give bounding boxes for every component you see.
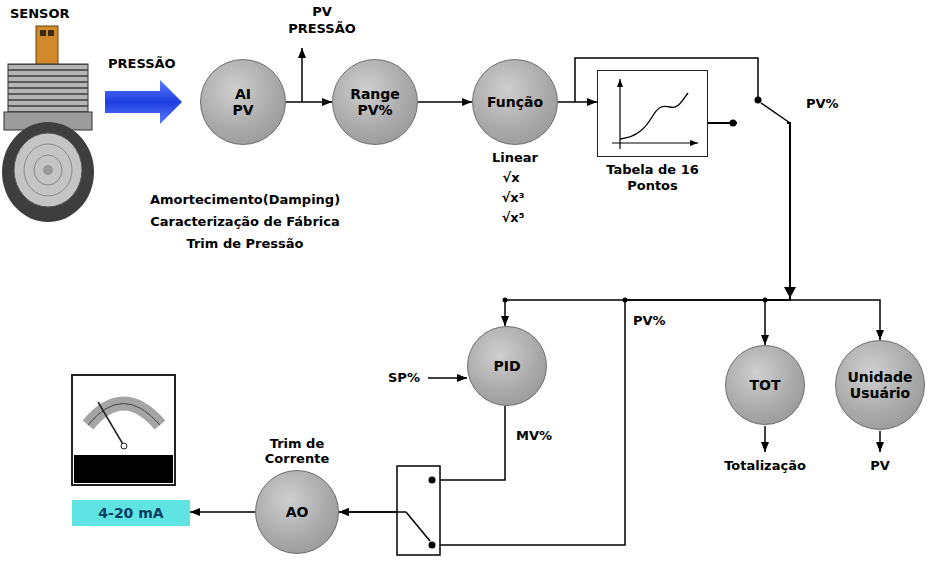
switch-lever: [761, 103, 790, 123]
block-label: 4-20 mA: [98, 505, 163, 521]
signal-connector: [190, 511, 255, 513]
text-label: SP%: [388, 370, 420, 386]
block-label: Unidade Usuário: [847, 369, 912, 401]
block-label: Função: [487, 94, 543, 110]
text-label: PV: [870, 458, 890, 474]
output-signal-box: 4-20 mA: [72, 500, 190, 526]
signal-connector: [708, 123, 790, 345]
text-label: PRESSÃO: [288, 21, 356, 37]
block-label: Range PV%: [350, 86, 400, 118]
text-label: √x³: [502, 190, 525, 206]
function-block-circle: TOT: [725, 345, 805, 425]
text-label: √x⁵: [502, 210, 525, 226]
block-label: TOT: [749, 377, 780, 393]
function-block-circle: PID: [467, 326, 547, 406]
signal-connector: [558, 101, 597, 103]
function-block-circle: Trim de CorrenteAO: [255, 470, 339, 554]
text-label: PV: [312, 4, 332, 20]
function-block-circle: Range PV%: [332, 59, 418, 145]
setpoint-arrow: [428, 377, 467, 379]
text-label: √x: [502, 170, 519, 186]
text-label: Caracterização de Fábrica: [150, 214, 340, 230]
signal-connector: [708, 123, 880, 340]
text-label: MV%: [516, 428, 552, 444]
block-heading: Trim de Corrente: [249, 436, 345, 467]
text-label: Trim de Pressão: [187, 236, 304, 252]
function-block-circle: Unidade Usuário: [835, 340, 925, 430]
text-label: Linear: [492, 150, 538, 166]
function-block-circle: Função: [472, 59, 558, 145]
block-label: AI PV: [232, 86, 253, 118]
junction-dot: [503, 298, 508, 303]
junction-dot: [763, 298, 768, 303]
totalizer-arrow: [764, 426, 766, 452]
pressure-arrow: [105, 80, 182, 124]
bus-arrowhead: [784, 287, 796, 298]
pressure-sensor: [2, 26, 94, 222]
text-label: SENSOR: [10, 6, 70, 22]
switch-contact: [730, 120, 737, 127]
switch-contact: [429, 542, 436, 549]
switch-lever: [397, 511, 406, 513]
switch-contact: [755, 97, 762, 104]
switch-lever: [406, 512, 430, 541]
function-block-circle: AI PV: [200, 59, 286, 145]
output-switch: [397, 466, 440, 555]
pv-output-arrow: [301, 48, 303, 102]
junction-dot: [623, 298, 628, 303]
block-label: PID: [493, 358, 520, 374]
text-label: Amortecimento(Damping): [150, 192, 340, 208]
user-unit-arrow: [879, 431, 881, 452]
signal-connector: [286, 101, 332, 103]
text-label: PV%: [806, 96, 839, 112]
text-label: PRESSÃO: [108, 56, 176, 72]
analog-meter: [72, 375, 175, 485]
switch-contact: [429, 477, 436, 484]
text-label: Totalização: [724, 458, 806, 474]
switch-gap: [737, 117, 787, 129]
table-box: Tabela de 16 Pontos: [597, 70, 708, 157]
block-heading: Tabela de 16 Pontos: [605, 162, 701, 193]
block-label: AO: [286, 504, 309, 520]
text-label: PV%: [633, 313, 666, 329]
table-curve-icon: [598, 71, 706, 155]
signal-connector: [418, 101, 472, 103]
